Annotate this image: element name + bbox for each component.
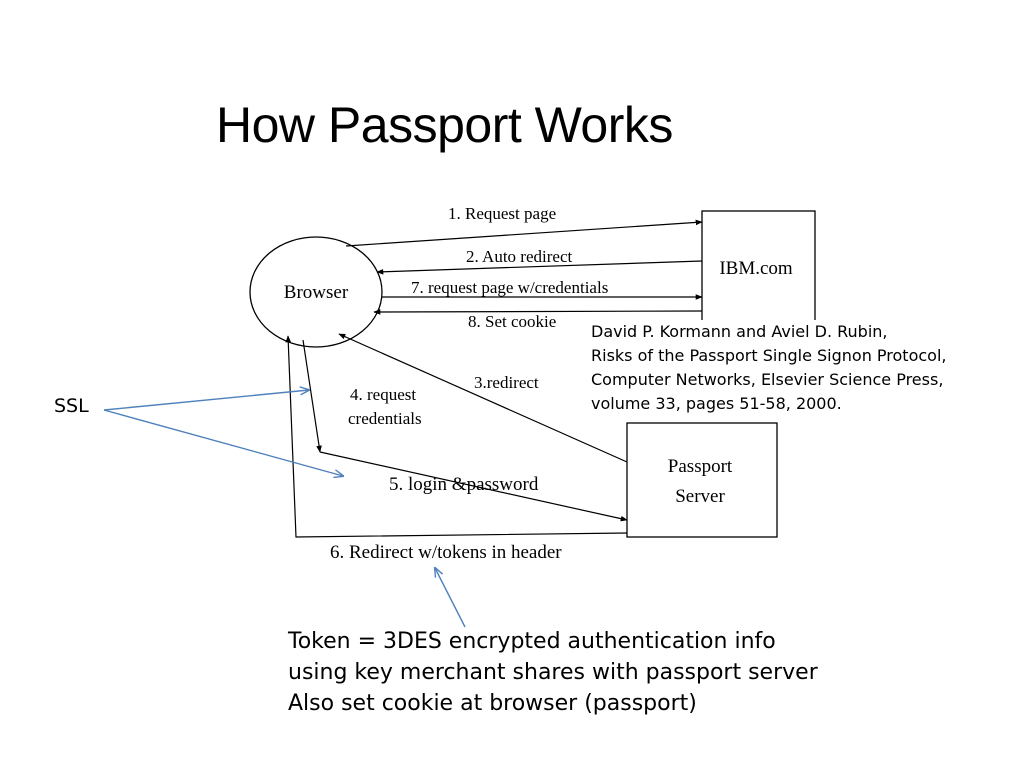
citation-line1: David P. Kormann and Aviel D. Rubin, (591, 322, 888, 341)
arrow-step8 (373, 309, 703, 315)
token-note-line1: Token = 3DES encrypted authentication in… (288, 629, 776, 654)
arrow-step4 (302, 339, 322, 453)
slide-title: How Passport Works (216, 97, 673, 153)
passport-server-label-line1: Passport (668, 456, 733, 477)
arrow-step2 (376, 260, 703, 275)
ssl-arrow-upper (103, 390, 309, 411)
passport-server-label-line2: Server (675, 486, 725, 507)
browser-node (249, 236, 383, 348)
step1-label: 1. Request page (448, 204, 556, 223)
step2-label: 2. Auto redirect (466, 247, 572, 266)
step6-label: 6. Redirect w/tokens in header (330, 542, 562, 563)
step4-label-line2: credentials (348, 409, 422, 428)
token-note: Token = 3DES encrypted authentication in… (288, 626, 818, 719)
arrow-step1 (345, 219, 703, 247)
step4-label-line1: 4. request (350, 385, 416, 404)
step5-label: 5. login &password (389, 474, 539, 495)
step8-label: 8. Set cookie (468, 312, 556, 331)
ssl-label: SSL (54, 395, 89, 417)
arrow-step6 (285, 335, 628, 538)
browser-label: Browser (284, 282, 349, 303)
step3-label: 3.redirect (474, 373, 539, 392)
token-arrow (435, 568, 466, 628)
ssl-arrow-lower (103, 409, 343, 476)
citation: David P. Kormann and Aviel D. Rubin, Ris… (591, 320, 947, 416)
arrow-step3 (338, 333, 628, 463)
ibm-label: IBM.com (719, 258, 793, 279)
arrow-step5 (319, 451, 628, 522)
token-note-line3: Also set cookie at browser (passport) (288, 691, 697, 716)
passport-server-node (626, 422, 778, 538)
step7-label: 7. request page w/credentials (411, 278, 608, 297)
ibm-node (701, 210, 816, 325)
token-note-line2: using key merchant shares with passport … (288, 660, 818, 685)
citation-line2: Risks of the Passport Single Signon Prot… (591, 346, 947, 365)
citation-line3: Computer Networks, Elsevier Science Pres… (591, 370, 944, 389)
citation-line4: volume 33, pages 51-58, 2000. (591, 394, 842, 413)
